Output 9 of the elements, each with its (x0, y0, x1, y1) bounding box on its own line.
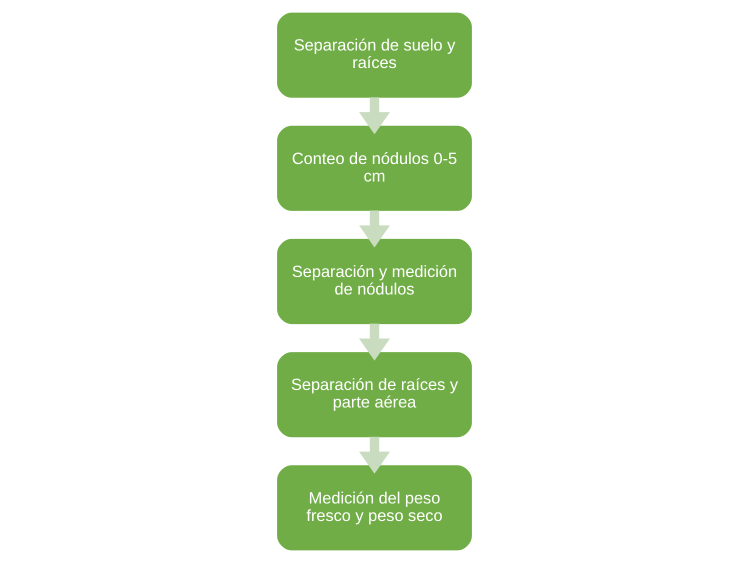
arrow (359, 436, 390, 474)
node-box: Medición del peso fresco y peso seco (277, 465, 472, 550)
node-box: Separación y medición de nódulos (277, 238, 472, 324)
arrow (359, 324, 390, 361)
node-box: Separación de raíces y parte aérea (277, 352, 472, 438)
node-box: Separación de suelo y raíces (277, 12, 472, 98)
arrow (359, 210, 390, 248)
node-box: Conteo de nódulos 0-5 cm (277, 126, 472, 211)
arrow (359, 97, 390, 134)
